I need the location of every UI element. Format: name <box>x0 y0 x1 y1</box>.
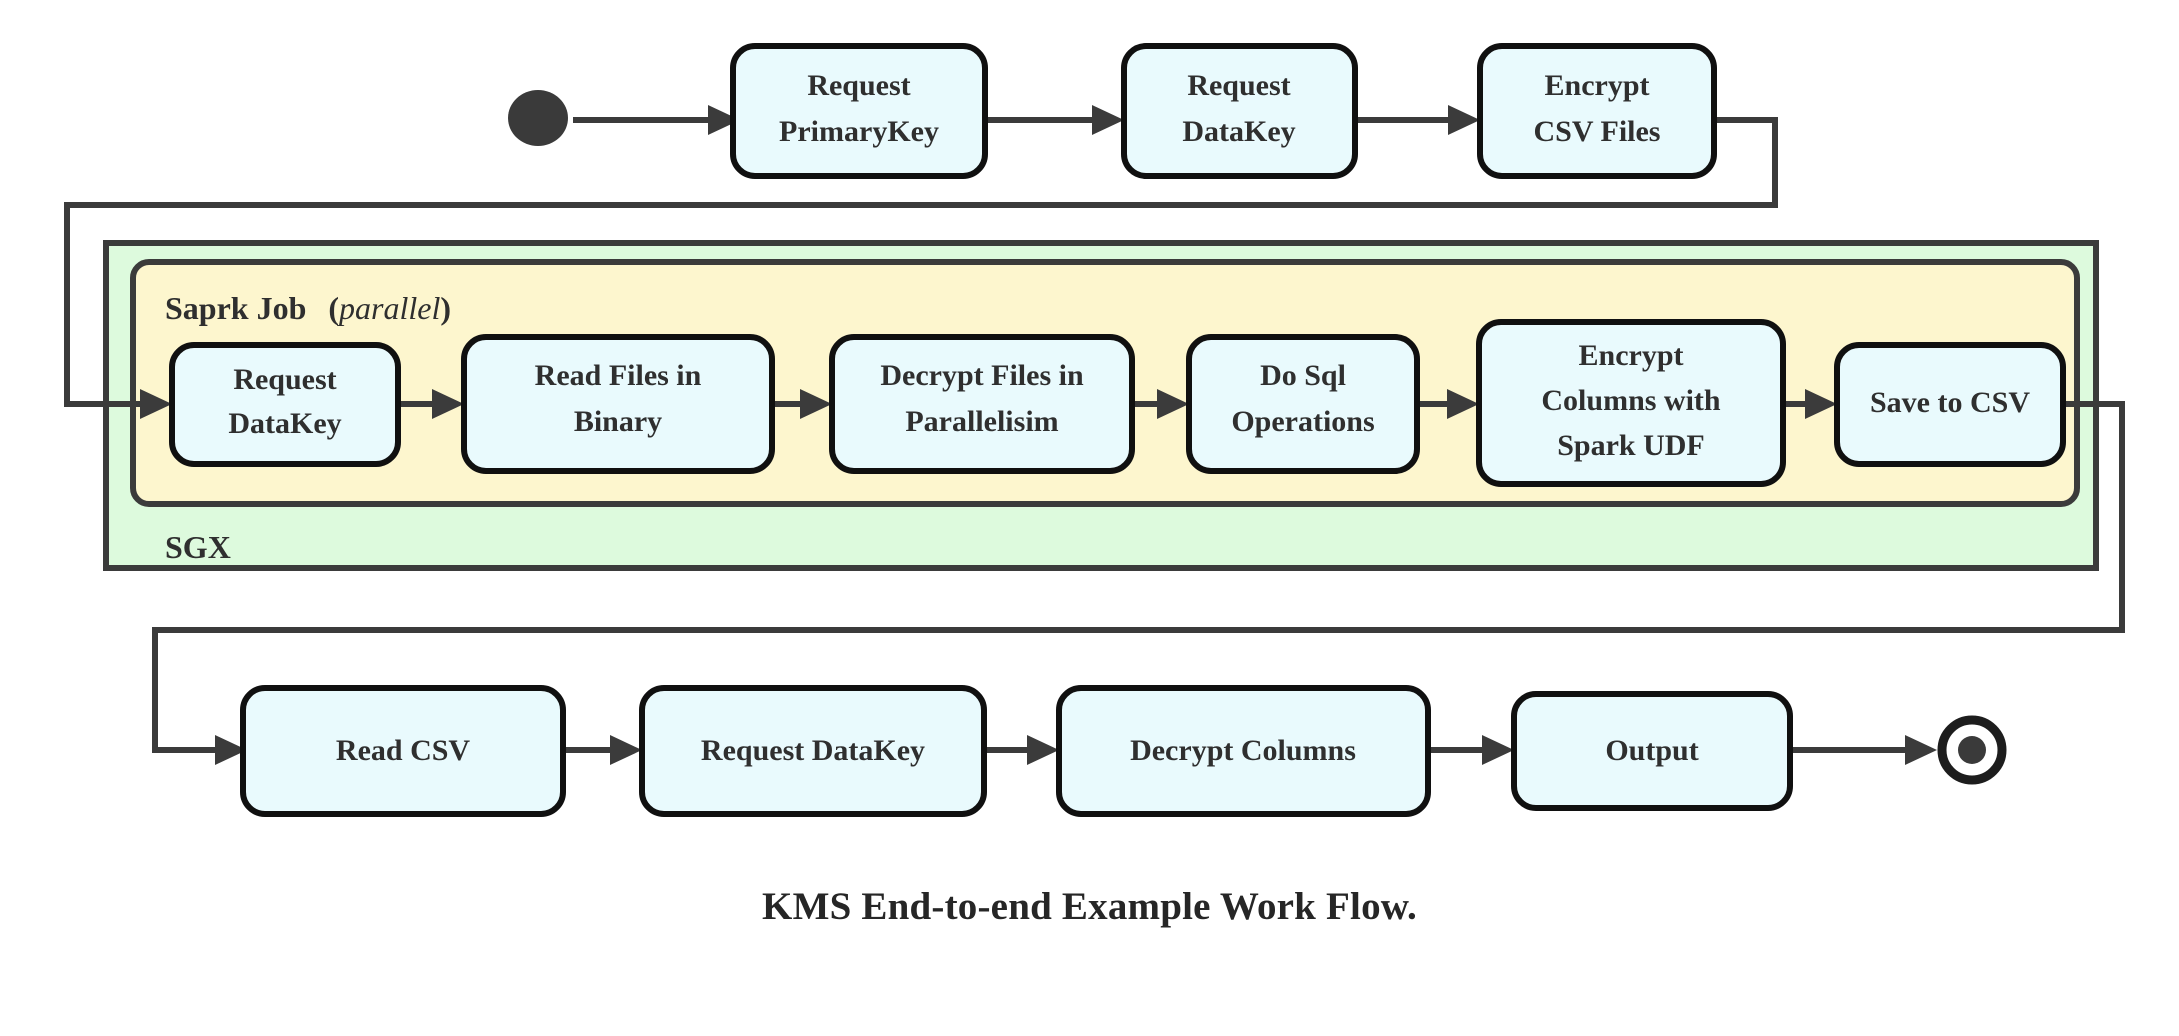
arrowhead-encrypt-csv-files <box>1448 105 1480 135</box>
node-request-datakey-spark-line-1: DataKey <box>228 407 341 440</box>
node-output[interactable]: Output <box>1511 691 1793 811</box>
node-decrypt-files-in-parallelisim-line-0: Decrypt Files in <box>880 359 1084 392</box>
arrowhead-read-files-in-binary <box>432 389 464 419</box>
node-request-primarykey[interactable]: Request PrimaryKey <box>730 43 988 179</box>
node-encrypt-columns-with-spark-udf[interactable]: Encrypt Columns with Spark UDF <box>1476 319 1786 487</box>
node-decrypt-columns[interactable]: Decrypt Columns <box>1056 685 1431 817</box>
node-encrypt-csv-files-line-0: Encrypt <box>1545 69 1650 102</box>
edge-save-csv-to-read-csv <box>152 401 2125 753</box>
node-request-datakey-spark-line-0: Request <box>233 363 336 396</box>
arrowhead-output <box>1482 735 1514 765</box>
node-request-datakey-top-line-0: Request <box>1187 69 1290 102</box>
node-save-to-csv-line-0: Save to CSV <box>1870 386 2030 419</box>
node-output-line-0: Output <box>1605 734 1698 767</box>
node-encrypt-columns-with-spark-udf-line-1: Columns with <box>1541 384 1721 417</box>
node-do-sql-operations-line-1: Operations <box>1231 405 1374 438</box>
node-read-files-in-binary-line-1: Binary <box>574 405 662 438</box>
group-label-spark-job-text: Saprk Job <box>165 290 306 326</box>
group-label-spark-job: Saprk Job (parallel) <box>165 290 451 326</box>
arrowhead-do-sql-operations <box>1157 389 1189 419</box>
node-request-primarykey-line-1: PrimaryKey <box>779 115 939 148</box>
node-request-datakey-top-line-1: DataKey <box>1182 115 1295 148</box>
arrowhead-save-to-csv <box>1805 389 1837 419</box>
node-do-sql-operations-line-0: Do Sql <box>1260 359 1346 392</box>
node-read-csv-line-0: Read CSV <box>336 734 471 767</box>
group-label-sgx: SGX <box>165 529 231 565</box>
arrowhead-end-node <box>1905 735 1937 765</box>
group-label-spark-job-italic: parallel <box>337 290 440 326</box>
arrowhead-read-csv <box>215 735 247 765</box>
arrowhead-decrypt-files-in-parallelisim <box>800 389 832 419</box>
node-read-files-in-binary-line-0: Read Files in <box>535 359 702 392</box>
node-read-csv[interactable]: Read CSV <box>240 685 566 817</box>
start-node <box>508 90 568 146</box>
node-decrypt-columns-line-0: Decrypt Columns <box>1130 734 1356 767</box>
node-encrypt-csv-files[interactable]: Encrypt CSV Files <box>1477 43 1717 179</box>
node-request-datakey-top[interactable]: Request DataKey <box>1121 43 1358 179</box>
end-node <box>1937 715 2007 785</box>
node-request-datakey-bottom-line-0: Request DataKey <box>701 734 925 767</box>
arrowhead-spark-request-datakey <box>140 389 172 419</box>
node-read-files-in-binary[interactable]: Read Files in Binary <box>461 334 775 474</box>
node-request-primarykey-line-0: Request <box>807 69 910 102</box>
group-label-spark-job-paren-open: ( <box>328 290 339 326</box>
node-encrypt-columns-with-spark-udf-line-0: Encrypt <box>1579 339 1684 372</box>
edge-encrypt-csv-to-spark-datakey <box>64 117 1778 407</box>
group-label-spark-job-paren-close: ) <box>440 290 451 326</box>
arrowhead-encrypt-columns-with-spark-udf <box>1447 389 1479 419</box>
node-do-sql-operations[interactable]: Do Sql Operations <box>1186 334 1420 474</box>
node-encrypt-columns-with-spark-udf-line-2: Spark UDF <box>1557 429 1705 462</box>
node-save-to-csv[interactable]: Save to CSV <box>1834 342 2066 467</box>
diagram-caption: KMS End-to-end Example Work Flow. <box>762 885 1417 928</box>
node-decrypt-files-in-parallelisim[interactable]: Decrypt Files in Parallelisim <box>829 334 1135 474</box>
node-request-datakey-spark[interactable]: Request DataKey <box>169 342 401 467</box>
arrowhead-request-datakey-top <box>1092 105 1124 135</box>
node-encrypt-csv-files-line-1: CSV Files <box>1534 115 1661 148</box>
arrowhead-request-datakey-bottom <box>610 735 642 765</box>
arrowhead-request-primarykey <box>708 105 740 135</box>
node-request-datakey-bottom[interactable]: Request DataKey <box>639 685 987 817</box>
arrowhead-decrypt-columns <box>1027 735 1059 765</box>
node-decrypt-files-in-parallelisim-line-1: Parallelisim <box>905 405 1058 438</box>
